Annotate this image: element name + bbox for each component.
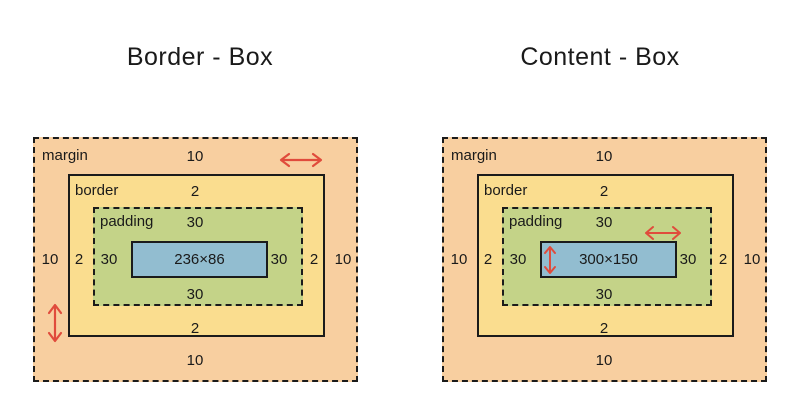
padding-box-left: 236×86 <box>93 207 303 306</box>
padding-right-value-right: 30 <box>679 251 697 268</box>
border-left-value-right: 2 <box>483 251 493 268</box>
padding-right-value-left: 30 <box>270 251 288 268</box>
horizontal-margin-arrow-left <box>275 152 327 168</box>
border-ring-label-right: border <box>484 182 528 199</box>
margin-ring-label-left: margin <box>42 147 88 164</box>
padding-top-value-right: 30 <box>595 214 613 231</box>
border-right-value-left: 2 <box>309 251 319 268</box>
margin-box-left: 236×86 <box>33 137 358 382</box>
border-ring-label-left: border <box>75 182 119 199</box>
content-size-label-left: 236×86 <box>174 251 225 268</box>
margin-top-value-left: 10 <box>186 148 204 165</box>
padding-bottom-value-right: 30 <box>595 286 613 303</box>
content-box-left: 236×86 <box>131 241 268 278</box>
margin-left-value-left: 10 <box>41 251 59 268</box>
margin-bottom-value-right: 10 <box>595 352 613 369</box>
border-box-right: 300×150 <box>477 174 734 337</box>
margin-ring-label-right: margin <box>451 147 497 164</box>
page-title-border-box: Border - Box <box>126 43 274 71</box>
horizontal-content-arrow-right <box>640 224 686 240</box>
margin-right-value-left: 10 <box>334 251 352 268</box>
border-top-value-right: 2 <box>599 183 609 200</box>
panel-border-box: Border - Box 236×86 margin border paddin… <box>33 43 358 382</box>
padding-box-right: 300×150 <box>502 207 712 306</box>
margin-bottom-value-left: 10 <box>186 352 204 369</box>
padding-left-value-left: 30 <box>100 251 118 268</box>
padding-bottom-value-left: 30 <box>186 286 204 303</box>
padding-top-value-left: 30 <box>186 214 204 231</box>
vertical-margin-arrow-left <box>46 300 64 346</box>
border-top-value-left: 2 <box>190 183 200 200</box>
content-size-label-right: 300×150 <box>579 251 638 268</box>
border-left-value-left: 2 <box>74 251 84 268</box>
padding-left-value-right: 30 <box>509 251 527 268</box>
border-bottom-value-left: 2 <box>190 320 200 337</box>
margin-left-value-right: 10 <box>450 251 468 268</box>
margin-right-value-right: 10 <box>743 251 761 268</box>
content-box-right: 300×150 <box>540 241 677 278</box>
vertical-content-arrow-right <box>542 243 558 277</box>
padding-ring-label-right: padding <box>509 213 563 230</box>
margin-box-right: 300×150 <box>442 137 767 382</box>
page-title-content-box: Content - Box <box>520 43 680 71</box>
padding-ring-label-left: padding <box>100 213 154 230</box>
panel-content-box: Content - Box 300×150 margin border padd… <box>400 0 800 401</box>
margin-top-value-right: 10 <box>595 148 613 165</box>
border-bottom-value-right: 2 <box>599 320 609 337</box>
border-box-left: 236×86 <box>68 174 325 337</box>
border-right-value-right: 2 <box>718 251 728 268</box>
